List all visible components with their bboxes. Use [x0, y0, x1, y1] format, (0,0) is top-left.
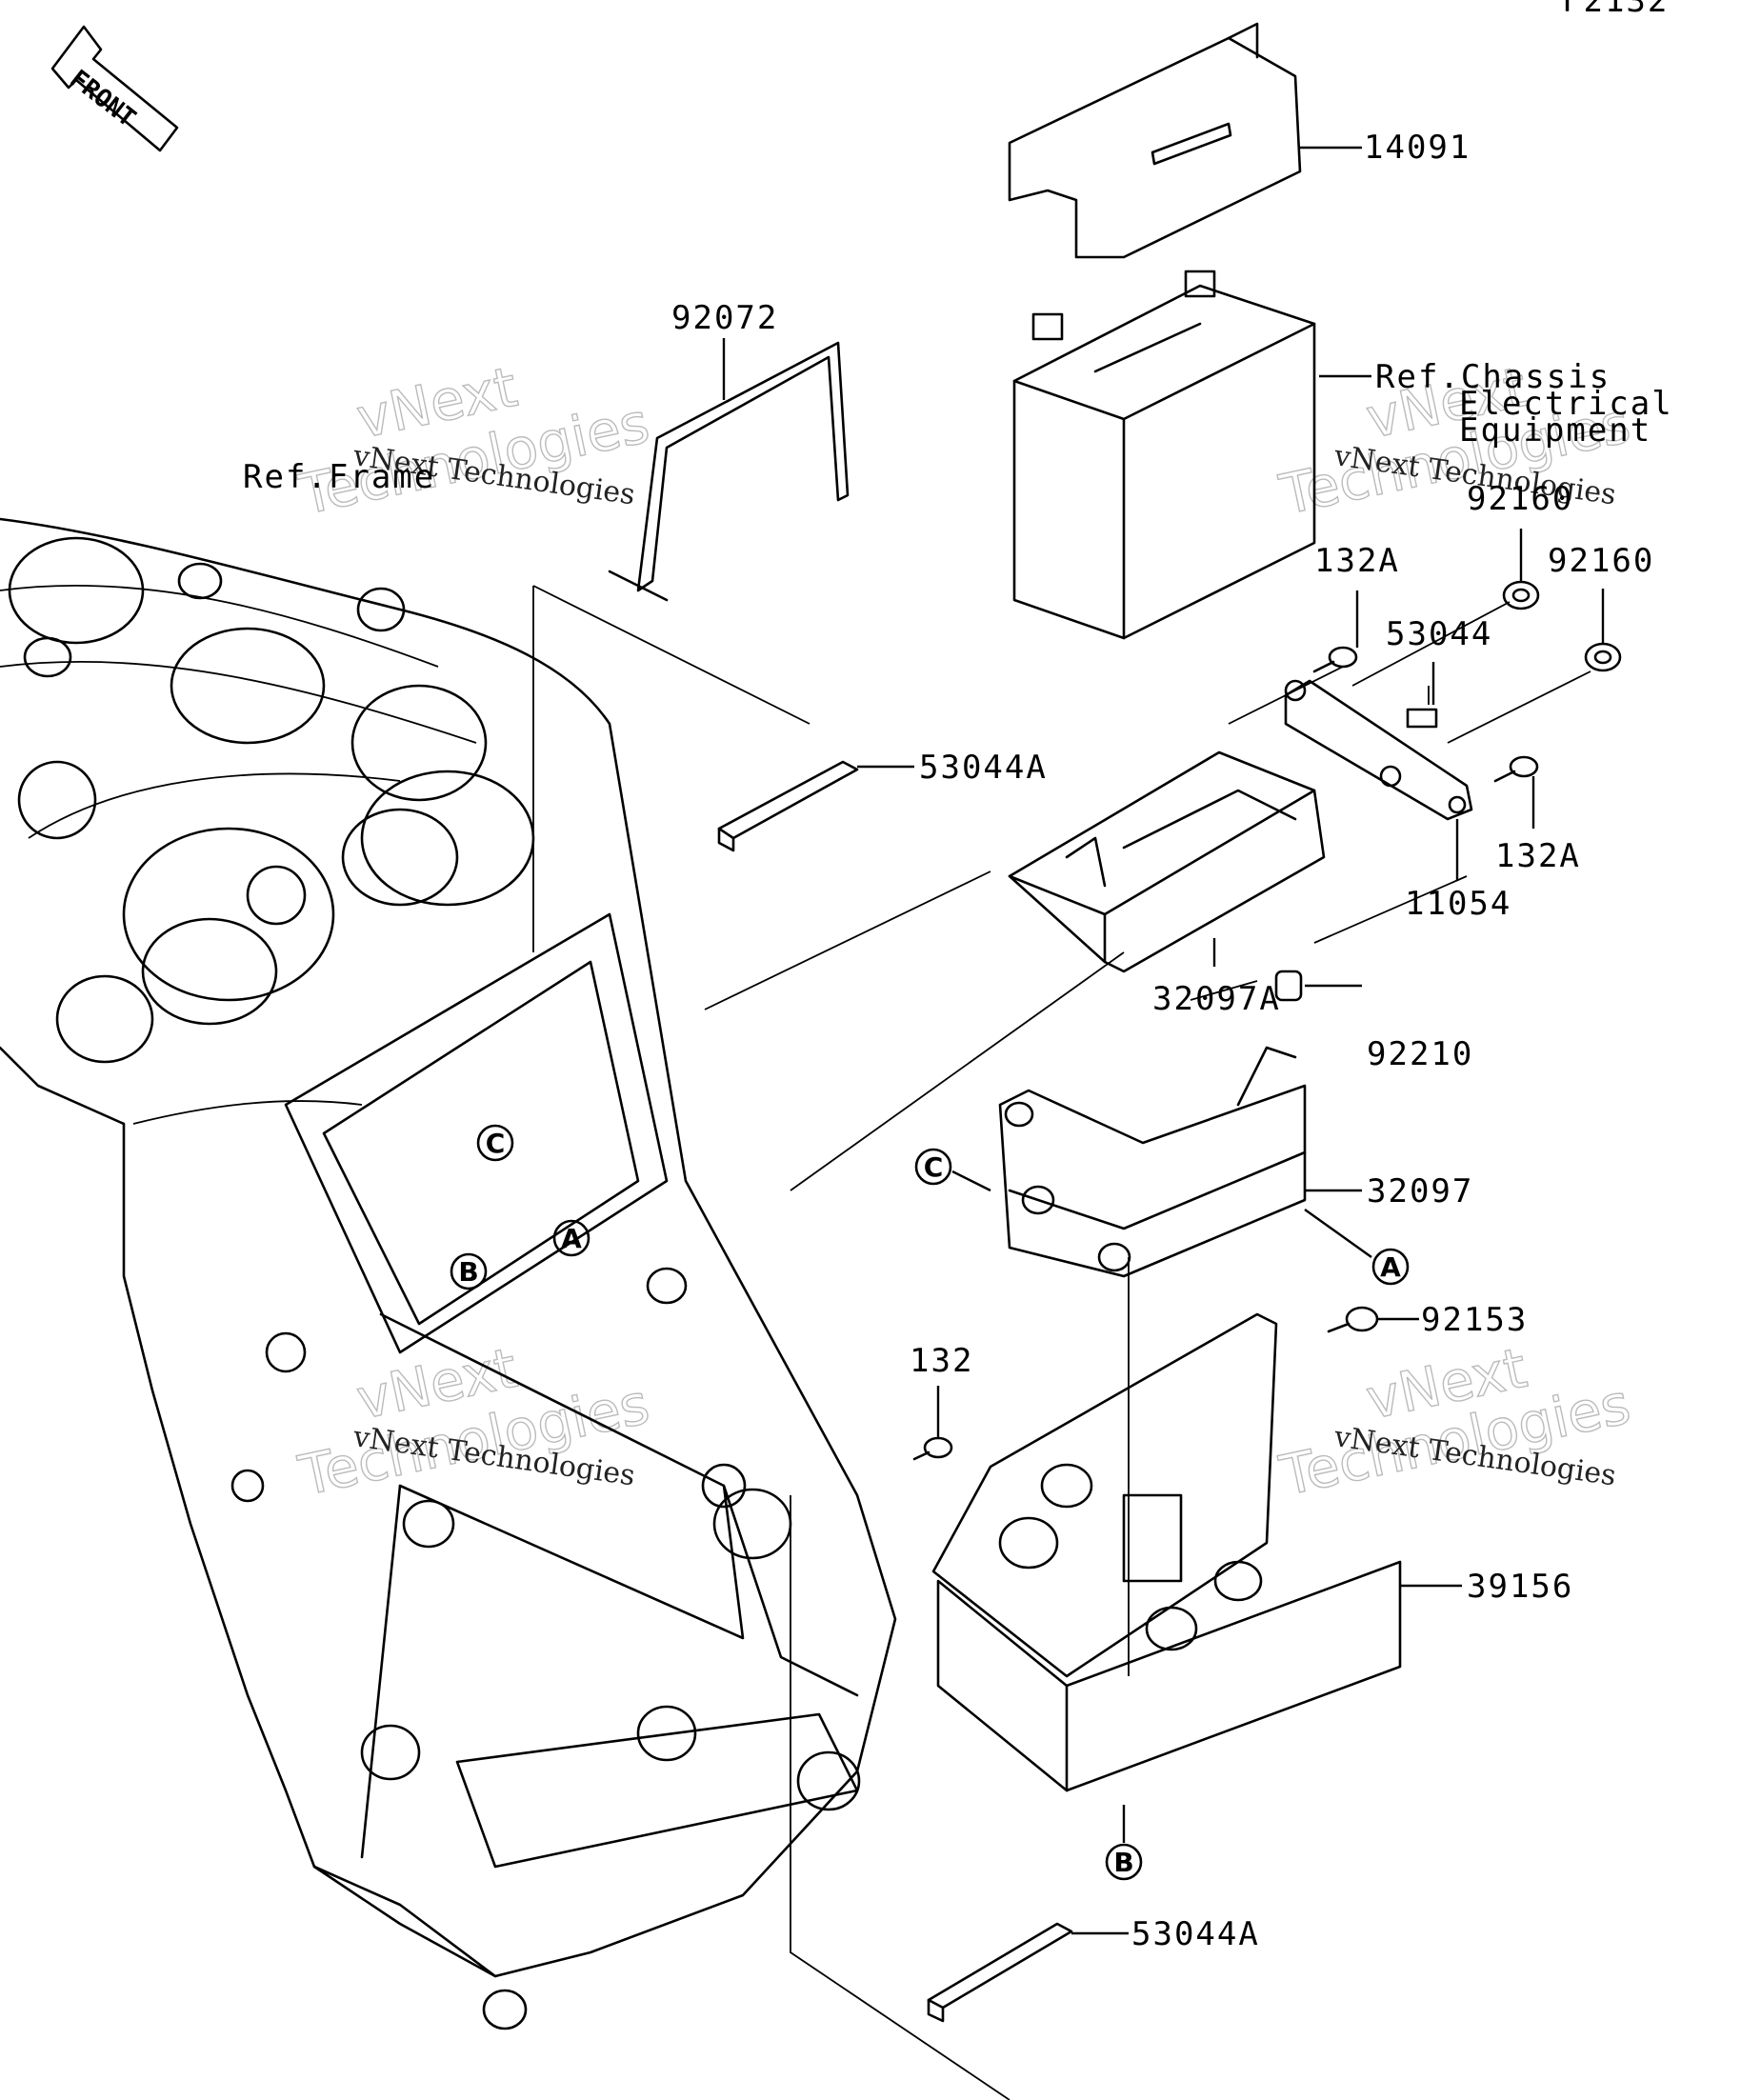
part-92153-bolt	[1327, 1306, 1379, 1333]
leader-lines	[722, 146, 1605, 1935]
part-132a-bolt-lower	[1493, 755, 1539, 783]
part-132-bolt	[912, 1436, 953, 1461]
label-92153: 92153	[1421, 1301, 1528, 1339]
front-arrow-icon: FRONT	[50, 25, 179, 152]
watermark-4: vNext Technologies vNext Technologies	[1273, 1334, 1636, 1509]
label-132a-lower: 132A	[1495, 837, 1581, 875]
label-53044: 53044	[1386, 615, 1492, 653]
label-92210: 92210	[1367, 1035, 1473, 1073]
part-53044-pad	[1406, 708, 1438, 729]
part-32097a-tray	[1008, 750, 1326, 973]
svg-text:A: A	[561, 1223, 582, 1254]
label-ref-electrical: Electrical	[1459, 385, 1673, 423]
part-92210-clip	[1274, 970, 1303, 1002]
part-92072-strap	[608, 341, 850, 602]
label-53044a-lower: 53044A	[1131, 1915, 1260, 1953]
callout-b-frame: B	[450, 1252, 488, 1290]
watermark-1: vNext Technologies vNext Technologies	[292, 353, 655, 528]
figure-id: F2132	[1562, 0, 1669, 20]
callout-c-frame: C	[476, 1124, 514, 1162]
callout-c-case: C	[914, 1148, 952, 1186]
callout-a-frame: A	[552, 1219, 590, 1257]
frame-drawing	[0, 517, 897, 2030]
assembly-lines	[532, 585, 1591, 2100]
front-label: FRONT	[65, 65, 141, 133]
label-32097a: 32097A	[1152, 980, 1281, 1018]
part-39156-cover	[931, 1312, 1402, 1792]
svg-text:C: C	[924, 1151, 944, 1183]
part-92160-grommet-b	[1584, 642, 1622, 672]
label-92160-b: 92160	[1548, 542, 1654, 580]
label-ref-frame: Ref.Frame	[243, 458, 435, 496]
callout-b-cover: B	[1105, 1843, 1143, 1881]
part-92160-grommet-a	[1502, 580, 1540, 610]
part-53044a-upper	[717, 760, 859, 852]
label-92072: 92072	[671, 299, 778, 337]
label-92160-a: 92160	[1467, 480, 1573, 518]
svg-text:C: C	[486, 1128, 506, 1159]
label-132: 132	[910, 1342, 973, 1380]
svg-text:B: B	[1113, 1847, 1133, 1878]
label-32097: 32097	[1367, 1172, 1473, 1210]
label-53044a-upper: 53044A	[919, 749, 1048, 787]
label-39156: 39156	[1467, 1568, 1573, 1606]
label-132a-upper: 132A	[1314, 542, 1400, 580]
battery-drawing	[1012, 270, 1316, 640]
label-ref-equipment: Equipment	[1459, 411, 1651, 450]
part-14091-cover	[1008, 22, 1302, 259]
label-14091: 14091	[1364, 129, 1471, 167]
part-132a-bolt-upper	[1312, 646, 1358, 673]
part-11054-bracket	[1284, 679, 1473, 821]
svg-text:B: B	[458, 1256, 478, 1288]
svg-text:A: A	[1380, 1251, 1401, 1283]
label-11054: 11054	[1405, 885, 1511, 923]
label-ref-chassis: Ref.Chassis	[1375, 358, 1611, 396]
callout-a-case: A	[1371, 1248, 1410, 1286]
part-53044a-lower	[927, 1922, 1073, 2023]
part-32097-case	[998, 1046, 1307, 1278]
